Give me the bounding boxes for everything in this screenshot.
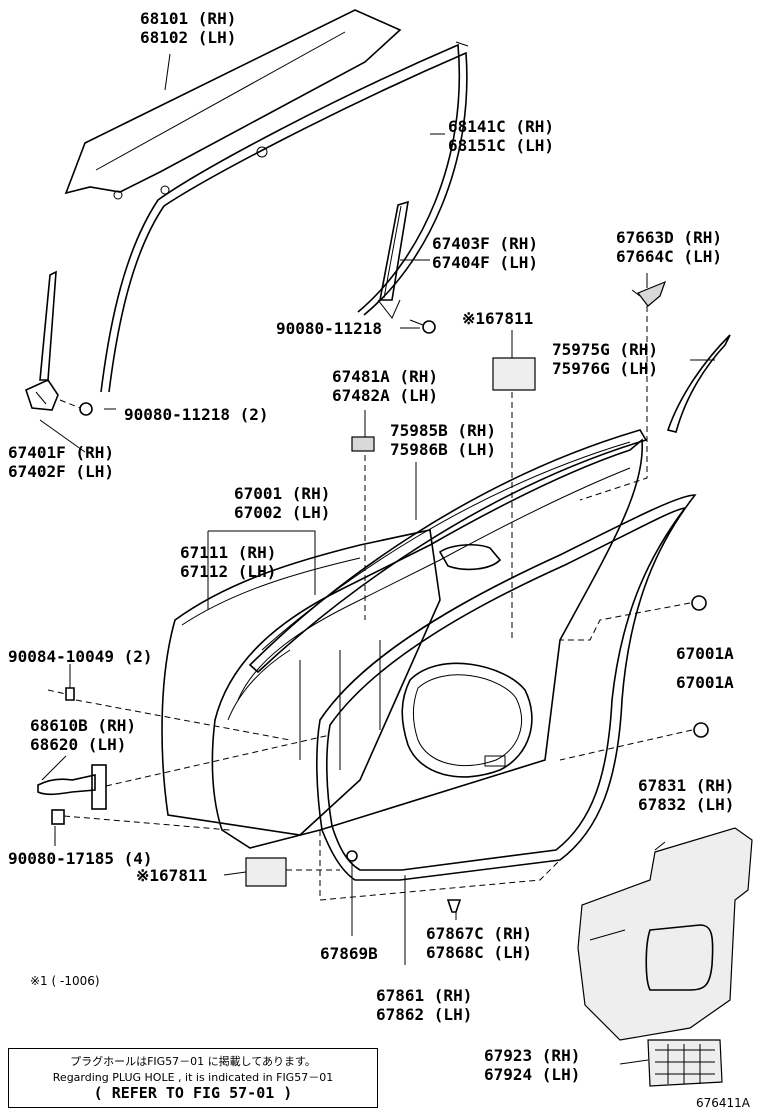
label-line: 67923 (RH): [484, 1046, 581, 1065]
label-line: 67831 (RH): [638, 776, 735, 795]
label-line: 67663D (RH): [616, 228, 722, 247]
label-weatherstrip: 67861 (RH) 67862 (LH): [376, 986, 472, 1024]
note-mark: ※1: [136, 866, 160, 885]
rear-sash-bolt: [409, 319, 436, 334]
label-line: 67924 (LH): [484, 1065, 581, 1084]
label-run-channel: 68141C (RH) 68151C (LH): [448, 117, 554, 155]
bracket: [647, 1039, 723, 1087]
label-line: 67001A: [676, 644, 734, 663]
note-line-japanese: プラグホールはFIG57－01 に掲載してあります。: [70, 1055, 316, 1068]
label-line: 67482A (LH): [332, 386, 438, 405]
label-line: 67867C (RH): [426, 924, 532, 943]
label-line: 90080-17185 (4): [8, 849, 153, 868]
label-line: 67861 (RH): [376, 986, 473, 1005]
weatherstrip-clip-pair: [446, 899, 462, 913]
label-line: 75975G (RH): [552, 340, 658, 359]
label-line: 67001A: [676, 673, 734, 692]
label-rear-sash: 67403F (RH) 67404F (LH): [432, 234, 538, 272]
label-bolt-front-sash: 90080-11218 (2): [8, 405, 269, 424]
label-bolt-hinge: 90080-17185 (4): [8, 849, 153, 868]
plug-hole-cover-top: [492, 357, 536, 391]
door-check-bolt: [47, 687, 75, 701]
label-line: 90084-10049 (2): [8, 647, 153, 666]
label-clip-pair: 67867C (RH) 67868C (LH): [426, 924, 532, 962]
label-line: 67111 (RH): [180, 543, 277, 562]
note-refer-link[interactable]: ( REFER TO FIG 57-01 ): [93, 1084, 293, 1102]
mirror-cover: [631, 280, 667, 307]
label-outer-panel: 67111 (RH) 67112 (LH): [180, 543, 276, 581]
label-line: 67868C (LH): [426, 943, 532, 962]
clip-upper: [691, 595, 707, 611]
label-line: 67112 (LH): [180, 562, 277, 581]
label-clip-upper: 67001A: [676, 644, 734, 663]
note-box: プラグホールはFIG57－01 に掲載してあります。 Regarding PLU…: [8, 1048, 378, 1108]
door-outer-panel: [161, 529, 441, 836]
note-mark: ※1: [462, 309, 486, 328]
label-front-sash: 67401F (RH) 67402F (LH): [8, 443, 114, 481]
plug-hole-cover-bottom: [245, 857, 287, 887]
label-bolt-check: 90084-10049 (2): [8, 647, 153, 666]
door-check-assy: [37, 764, 107, 810]
label-line: 67869B: [320, 944, 378, 963]
rear-sash: [377, 200, 409, 319]
label-line: 68151C (LH): [448, 136, 554, 155]
leader-lines: [39, 53, 715, 1065]
label-mirror-cover: 67663D (RH) 67664C (LH): [616, 228, 722, 266]
label-line: 67402F (LH): [8, 462, 114, 481]
label-line: 68620 (LH): [30, 735, 127, 754]
label-line: 67481A (RH): [332, 367, 438, 386]
label-line: 75976G (LH): [552, 359, 658, 378]
label-line: 67811: [485, 309, 534, 328]
label-bracket: 67923 (RH) 67924 (LH): [484, 1046, 580, 1084]
label-line: 68610B (RH): [30, 716, 136, 735]
label-line: 75985B (RH): [390, 421, 496, 440]
service-hole-cover: [577, 827, 753, 1041]
belt-moulding: [248, 429, 648, 674]
label-line: 67664C (LH): [616, 247, 722, 266]
label-check-assy: 68610B (RH) 68620 (LH): [30, 716, 136, 754]
label-plug-bottom: ※167811: [136, 866, 207, 885]
label-line: 67862 (LH): [376, 1005, 473, 1024]
rear-moulding: [666, 334, 731, 433]
door-panel: [211, 438, 644, 849]
label-line: 67403F (RH): [432, 234, 538, 253]
pad: [351, 436, 375, 452]
label-line: 68102 (LH): [140, 28, 237, 47]
label-door-panel: 67001 (RH) 67002 (LH): [234, 484, 330, 522]
label-plug-top: ※167811: [462, 309, 533, 328]
footnote: ※1 ( -1006): [30, 974, 100, 988]
label-line: 67401F (RH): [8, 443, 114, 462]
label-rear-moulding: 75975G (RH) 75976G (LH): [552, 340, 658, 378]
label-line: 67002 (LH): [234, 503, 331, 522]
label-line: 90080-11218 (2): [124, 405, 269, 424]
front-sash: [25, 270, 59, 411]
label-line: 75986B (LH): [390, 440, 496, 459]
label-bolt-rear-sash: 90080-11218: [276, 319, 382, 338]
label-line: 90080-11218: [276, 319, 382, 338]
assembly-lines: [63, 306, 693, 901]
note-line-english: Regarding PLUG HOLE , it is indicated in…: [52, 1071, 334, 1084]
label-line: 67811: [159, 866, 208, 885]
label-line: 67404F (LH): [432, 253, 538, 272]
front-sash-bolt: [59, 399, 93, 416]
label-pad: 67481A (RH) 67482A (LH): [332, 367, 438, 405]
glass-run-channel: [100, 41, 469, 393]
clip-lower: [693, 722, 709, 738]
label-weatherstrip-clip: 67869B: [320, 944, 378, 963]
label-line: 68141C (RH): [448, 117, 554, 136]
label-line: 67001 (RH): [234, 484, 331, 503]
label-glass: 68101 (RH) 68102 (LH): [140, 9, 236, 47]
door-glass: [64, 9, 402, 200]
weatherstrip-clip: [346, 850, 358, 862]
hinge-bolt: [51, 809, 65, 825]
weatherstrip: [316, 494, 697, 881]
label-line: 67832 (LH): [638, 795, 735, 814]
label-line: 68101 (RH): [140, 9, 237, 28]
figure-code: 676411A: [696, 1096, 751, 1110]
label-clip-lower: 67001A: [676, 673, 734, 692]
label-belt-moulding: 75985B (RH) 75986B (LH): [390, 421, 496, 459]
label-service-hole-cover: 67831 (RH) 67832 (LH): [638, 776, 734, 814]
